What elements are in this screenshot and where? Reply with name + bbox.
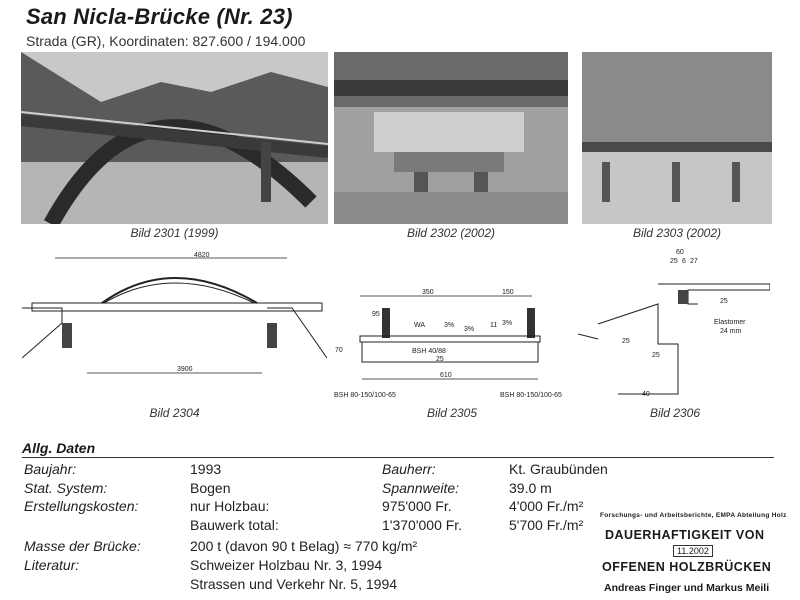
bsh-left: BSH 80-150/100-65 xyxy=(334,392,396,399)
dim-c: 95 xyxy=(372,311,380,318)
num-11: 11 xyxy=(490,322,497,329)
num-6: 6 xyxy=(682,258,686,265)
photo-2302 xyxy=(334,52,568,224)
holzbau-value: 975'000 Fr. xyxy=(382,498,452,514)
photo-2303-caption: Bild 2303 (2002) xyxy=(632,226,722,240)
dim-bottom: 3900 xyxy=(177,366,193,373)
drawing-2305: 350 150 95 WA 3% 3% 11 3% BSH 40/88 25 7… xyxy=(332,248,572,404)
drawing-2304: 4820 3900 xyxy=(22,248,327,404)
spannweite-label: Spannweite: xyxy=(382,480,460,496)
masse-label: Masse der Brücke: xyxy=(24,538,141,554)
literatur-label: Literatur: xyxy=(24,557,80,573)
masse-value: 200 t (davon 90 t Belag) ≈ 770 kg/m² xyxy=(190,538,418,554)
bsh-right: BSH 80-150/100-65 xyxy=(500,392,562,399)
spannweite-value: 39.0 m xyxy=(509,480,552,496)
literatur-1: Schweizer Holzbau Nr. 3, 1994 xyxy=(190,557,383,573)
drawing-2305-caption: Bild 2305 xyxy=(426,406,478,420)
num-60: 60 xyxy=(676,249,684,256)
report-authors: Andreas Finger und Markus Meili xyxy=(604,582,770,594)
section-divider xyxy=(22,457,774,458)
dim-b: 150 xyxy=(502,289,514,296)
bsh-label: BSH 40/88 xyxy=(412,348,446,355)
photo-2303 xyxy=(582,52,772,224)
photo-2301 xyxy=(21,52,328,224)
total-label: Bauwerk total: xyxy=(190,517,279,533)
drawing-2306: 60 25 6 27 25 Elastomer 24 mm 25 25 40 xyxy=(578,244,770,406)
total-per: 5'700 Fr./m² xyxy=(509,517,584,533)
section-heading: Allg. Daten xyxy=(22,440,96,456)
num-25-right: 25 xyxy=(720,298,728,305)
slope-3: 3% xyxy=(502,320,512,327)
num-70: 70 xyxy=(335,347,343,354)
bauherr-label: Bauherr: xyxy=(382,461,436,477)
elastomer-label: Elastomer xyxy=(714,319,746,326)
drawing-2304-caption: Bild 2304 xyxy=(149,406,200,420)
dim-a: 350 xyxy=(422,289,434,296)
photo-2302-caption: Bild 2302 (2002) xyxy=(406,226,496,240)
holzbau-per: 4'000 Fr./m² xyxy=(509,498,584,514)
report-title-2: OFFENEN HOLZBRÜCKEN xyxy=(602,560,772,574)
slope-1: 3% xyxy=(444,322,454,329)
kosten-label: Erstellungskosten: xyxy=(24,498,139,514)
drawing-2306-caption: Bild 2306 xyxy=(649,406,701,420)
num-25: 25 xyxy=(436,356,444,363)
page-subtitle: Strada (GR), Koordinaten: 827.600 / 194.… xyxy=(26,33,306,49)
report-title-1: DAUERHAFTIGKEIT VON xyxy=(605,528,765,542)
date-stamp: 11.2002 xyxy=(673,545,713,557)
num-40: 40 xyxy=(642,391,650,398)
elastomer-mm: 24 mm xyxy=(720,328,742,335)
literatur-2: Strassen und Verkehr Nr. 5, 1994 xyxy=(190,576,398,592)
report-series: Forschungs- und Arbeitsberichte, EMPA Ab… xyxy=(600,512,787,519)
num-25-top: 25 xyxy=(670,258,678,265)
num-27: 27 xyxy=(690,258,698,265)
photo-2301-caption: Bild 2301 (1999) xyxy=(130,226,219,240)
total-value: 1'370'000 Fr. xyxy=(382,517,463,533)
label-wa: WA xyxy=(414,322,425,329)
system-label: Stat. System: xyxy=(24,480,108,496)
baujahr-label: Baujahr: xyxy=(24,461,77,477)
baujahr-value: 1993 xyxy=(190,461,222,477)
num-25-mid: 25 xyxy=(622,338,630,345)
num-25-low: 25 xyxy=(652,352,660,359)
dim-top: 4820 xyxy=(194,252,210,259)
slope-2: 3% xyxy=(464,326,474,333)
system-value: Bogen xyxy=(190,480,231,496)
num-610: 610 xyxy=(440,372,452,379)
page-title: San Nicla-Brücke (Nr. 23) xyxy=(26,4,293,29)
bauherr-value: Kt. Graubünden xyxy=(509,461,608,477)
holzbau-label: nur Holzbau: xyxy=(190,498,270,514)
